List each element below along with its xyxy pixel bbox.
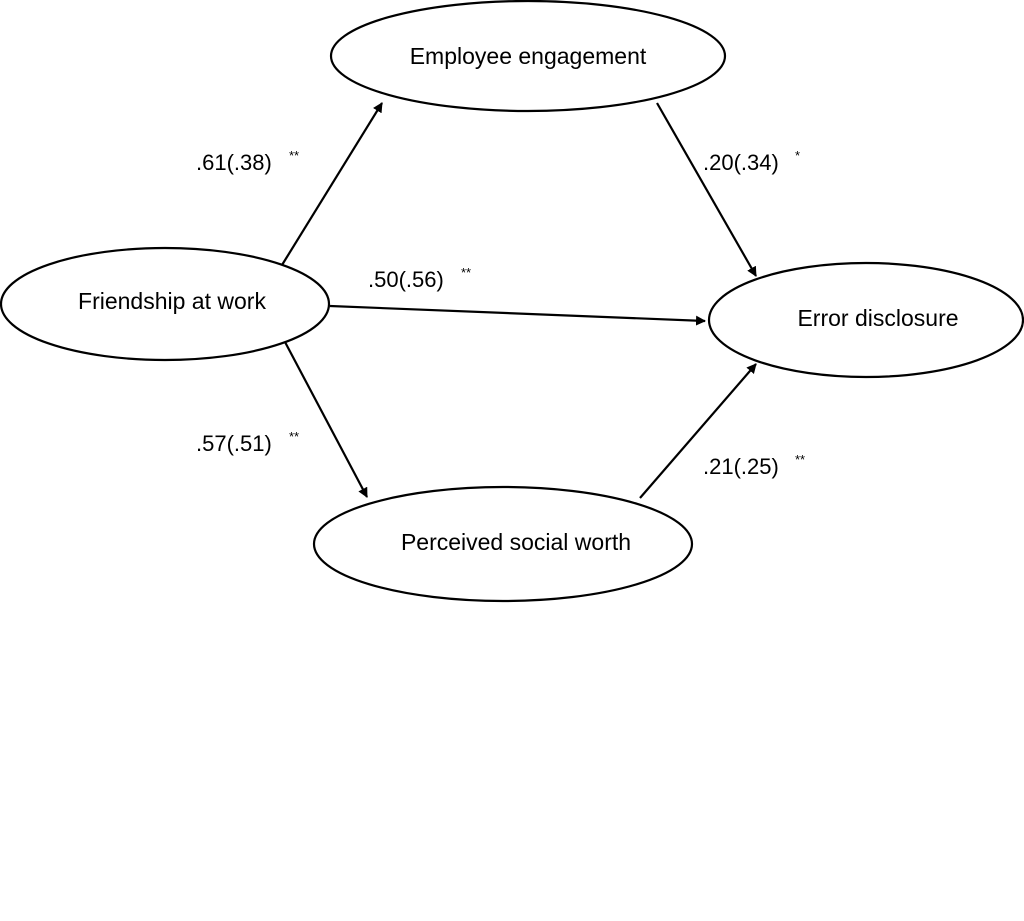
arrow-engagement-to-disclosure	[656, 102, 757, 277]
coef-significance: *	[795, 148, 800, 163]
coef-value: .61(.38)	[196, 150, 272, 175]
arrow-friendship-to-disclosure	[329, 304, 706, 326]
coef-friendship-to-engagement: .61(.38) **	[196, 148, 299, 175]
arrow-friendship-to-social-worth	[284, 341, 368, 498]
coef-value: .20(.34)	[703, 150, 779, 175]
node-label-friendship: Friendship at work	[78, 288, 266, 314]
coef-value: .57(.51)	[196, 431, 272, 456]
node-error-disclosure: Error disclosure	[707, 261, 1024, 379]
node-perceived-social-worth: Perceived social worth	[312, 485, 694, 603]
coef-value: .50(.56)	[368, 267, 444, 292]
coef-value: .21(.25)	[703, 454, 779, 479]
node-friendship-at-work: Friendship at work	[0, 246, 331, 362]
coef-friendship-to-social-worth: .57(.51) **	[196, 429, 299, 456]
coef-significance: **	[289, 429, 299, 444]
arrow-social-worth-to-disclosure	[639, 363, 757, 499]
arrow-friendship-to-engagement	[281, 102, 383, 266]
node-employee-engagement: Employee engagement	[329, 0, 727, 113]
node-label-social-worth: Perceived social worth	[401, 529, 631, 555]
coef-significance: **	[795, 452, 805, 467]
coef-social-worth-to-disclosure: .21(.25) **	[703, 452, 805, 479]
coef-engagement-to-disclosure: .20(.34) *	[703, 148, 800, 175]
coef-significance: **	[289, 148, 299, 163]
coef-significance: **	[461, 265, 471, 280]
coef-friendship-to-disclosure: .50(.56) **	[368, 265, 471, 292]
node-label-disclosure: Error disclosure	[797, 305, 958, 331]
node-label-engagement: Employee engagement	[410, 43, 647, 69]
